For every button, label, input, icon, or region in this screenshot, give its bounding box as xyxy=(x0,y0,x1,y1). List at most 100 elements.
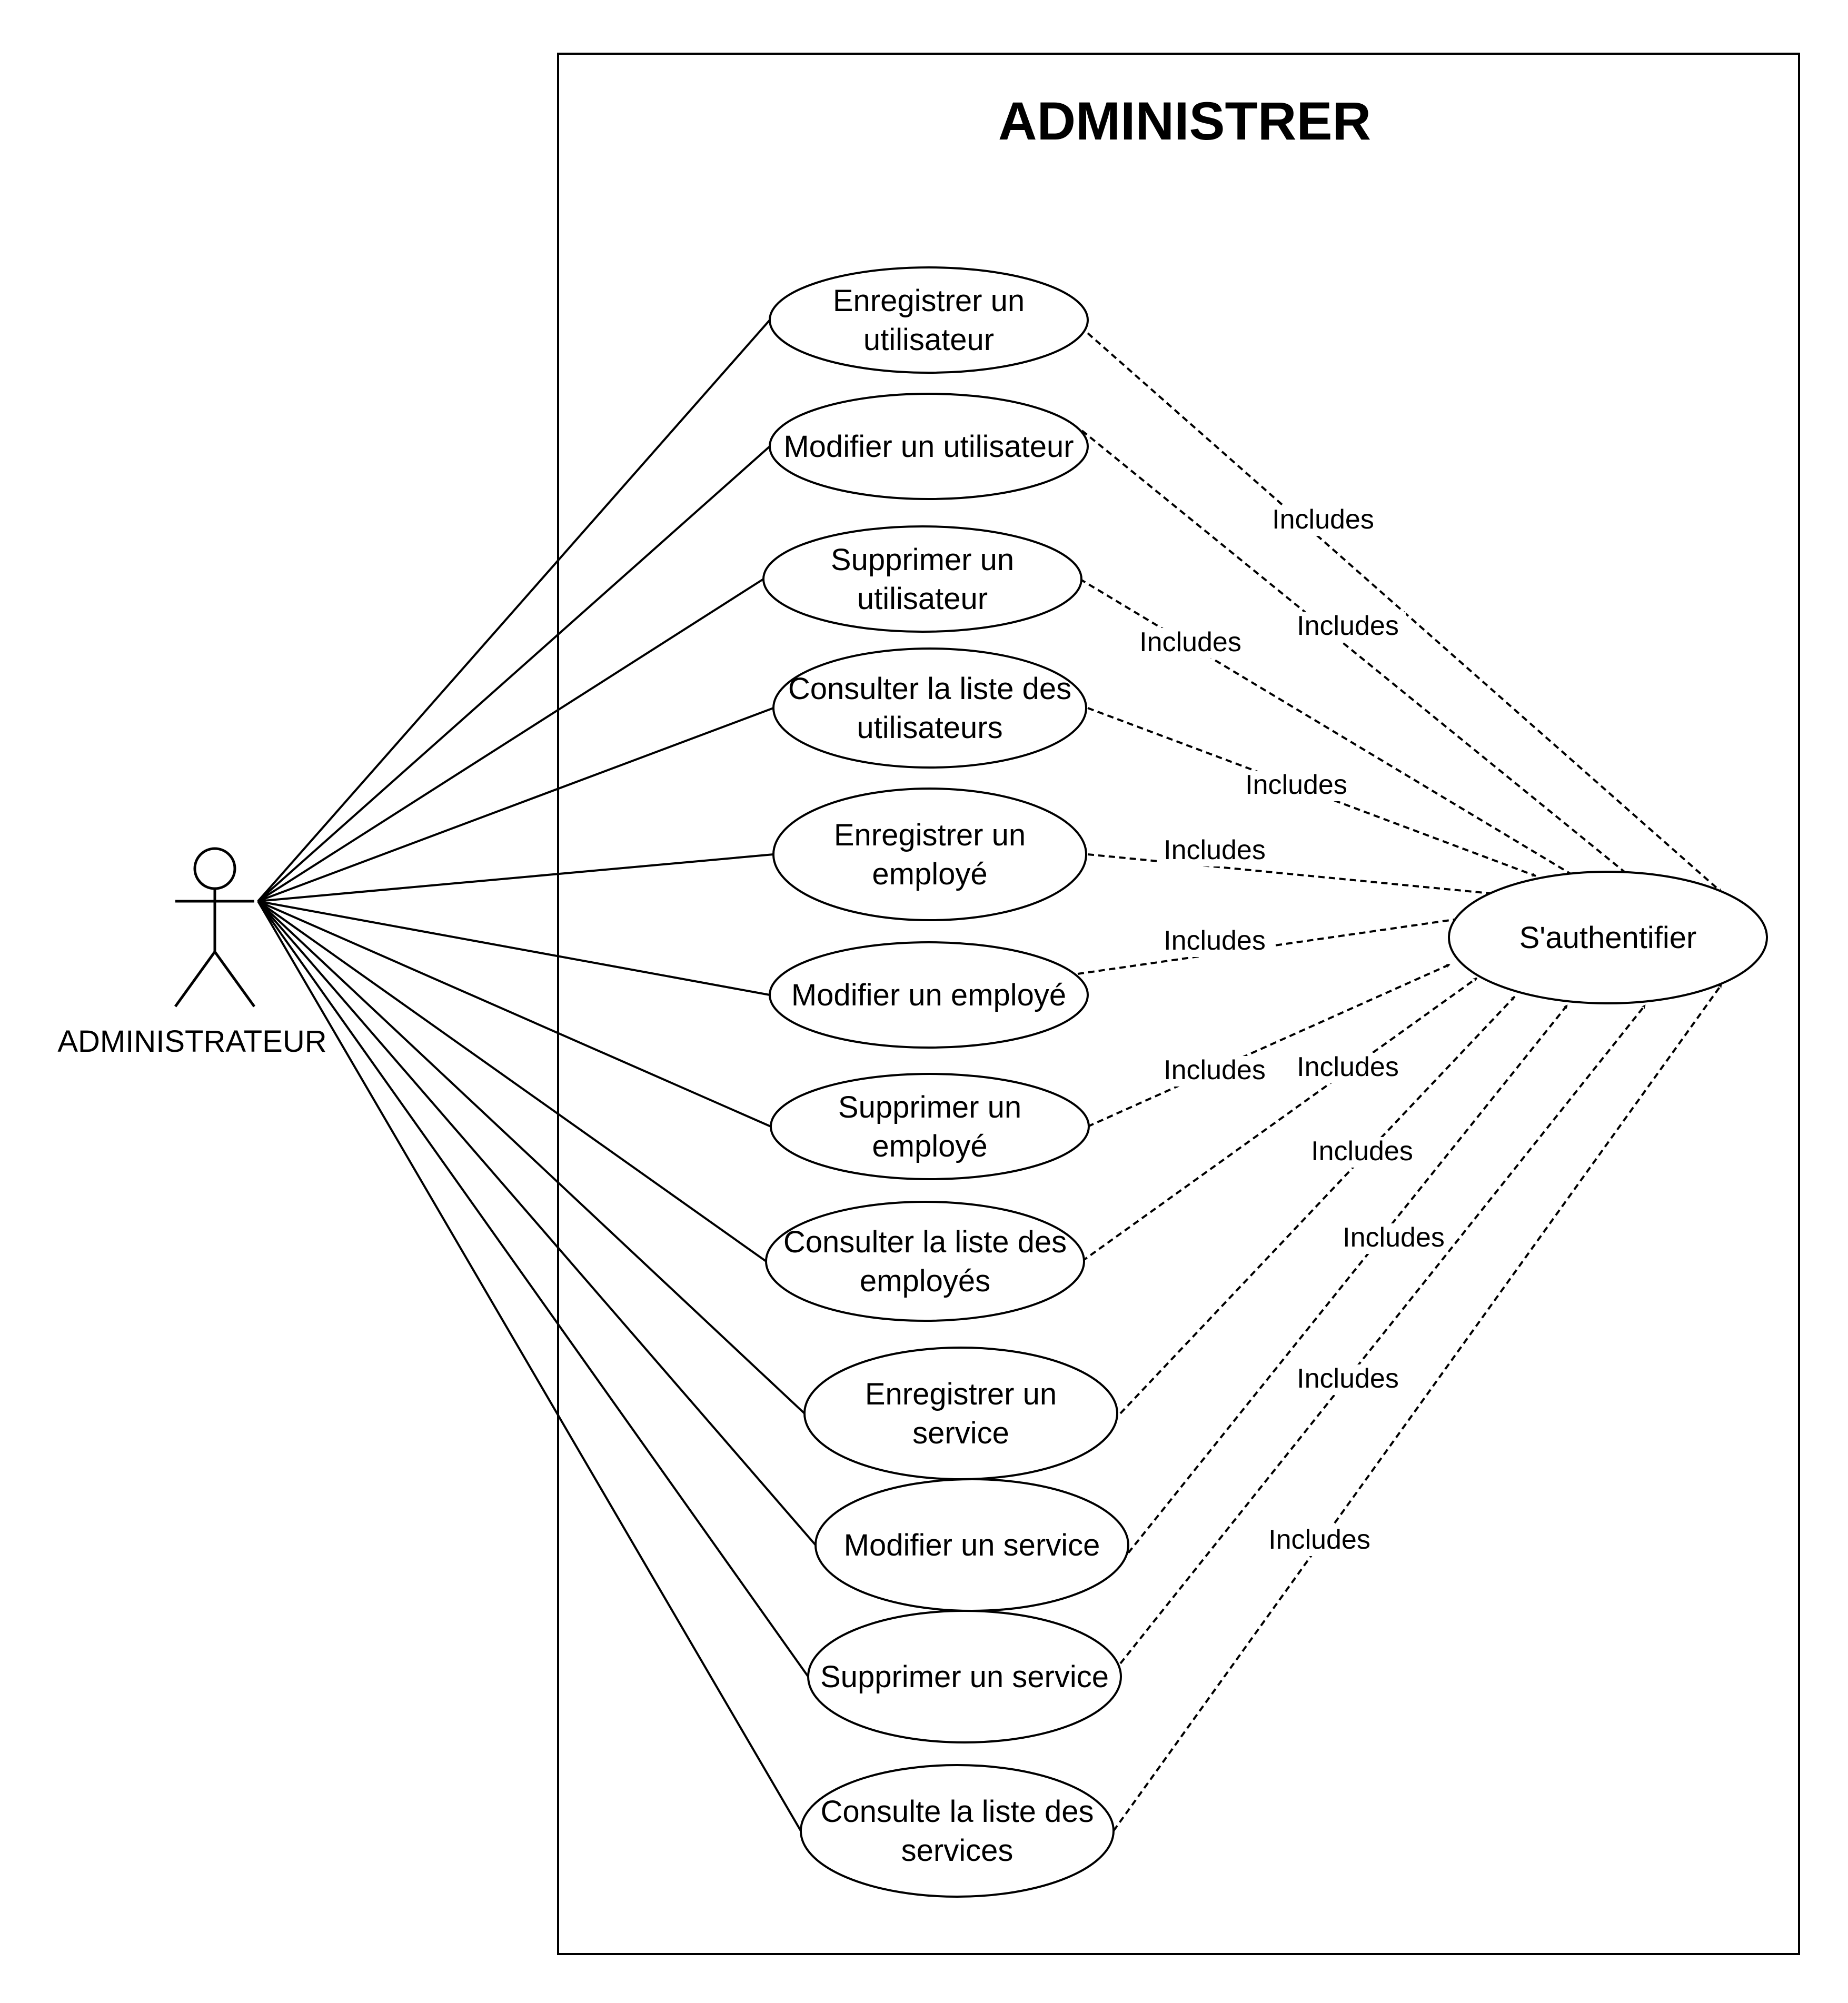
system-title: ADMINISTRER xyxy=(998,91,1371,151)
include-arrow xyxy=(1087,707,1536,877)
include-label: Includes xyxy=(1311,1136,1413,1167)
use-case-label: service xyxy=(912,1416,1009,1450)
include-label-bg xyxy=(1290,1364,1406,1395)
use-case-label: Consulter la liste des xyxy=(788,672,1071,706)
include-label: Includes xyxy=(1164,1055,1266,1085)
actor-administrateur[interactable]: ADMINISTRATEUR xyxy=(57,847,327,1059)
include-label: Includes xyxy=(1245,770,1347,800)
association-lines xyxy=(257,319,817,1832)
association-line xyxy=(257,900,802,1832)
include-arrow xyxy=(1119,995,1516,1414)
include-label-bg xyxy=(1265,505,1381,536)
include-arrow xyxy=(1119,1004,1646,1665)
use-case-ellipse xyxy=(772,788,1087,921)
use-case-label: utilisateur xyxy=(863,323,994,357)
use-case-label: employés xyxy=(860,1264,990,1298)
use-case-label: Supprimer un xyxy=(831,543,1014,577)
include-label-bg xyxy=(1157,836,1273,866)
include-label-bg xyxy=(1261,1526,1377,1556)
use-case-label: Modifier un employé xyxy=(791,978,1066,1012)
association-line xyxy=(257,900,771,1128)
use-case-label: utilisateurs xyxy=(857,711,1002,745)
actor-right-leg xyxy=(213,951,256,1008)
use-case-uc6[interactable]: Modifier un employé xyxy=(769,941,1089,1049)
use-case-uc12[interactable]: Consulte la liste des services xyxy=(800,1764,1115,1898)
system-boundary xyxy=(557,53,1800,1955)
include-arrow xyxy=(1087,963,1450,1128)
use-case-ellipse xyxy=(765,1201,1085,1322)
include-label-bg xyxy=(1157,1056,1273,1087)
include-label: Includes xyxy=(1297,611,1399,641)
use-case-label: Supprimer un service xyxy=(820,1660,1109,1694)
use-case-uc9[interactable]: Enregistrer un service xyxy=(803,1347,1118,1480)
actor-label: ADMINISTRATEUR xyxy=(57,1024,326,1059)
include-arrow xyxy=(1081,430,1631,877)
association-line xyxy=(257,900,770,996)
actor-head xyxy=(193,847,236,890)
use-case-ellipse xyxy=(762,525,1082,633)
actor-left-leg xyxy=(174,951,216,1008)
association-line xyxy=(257,853,774,902)
use-case-label: utilisateur xyxy=(857,582,988,616)
use-case-label: services xyxy=(901,1833,1014,1868)
use-case-ellipse xyxy=(769,941,1089,1049)
association-line xyxy=(257,445,771,902)
use-case-ellipse xyxy=(770,1073,1090,1180)
association-line xyxy=(257,707,774,902)
use-case-label: employé xyxy=(872,1129,987,1163)
association-line xyxy=(257,900,809,1678)
use-case-uc4[interactable]: Consulter la liste des utilisateurs xyxy=(772,647,1087,769)
use-case-label: employé xyxy=(872,857,987,891)
include-label: Includes xyxy=(1268,1524,1370,1555)
use-case-label: Modifier un utilisateur xyxy=(783,430,1074,464)
include-label: Includes xyxy=(1164,925,1266,956)
use-case-ellipse xyxy=(769,393,1089,500)
use-case-ellipse xyxy=(807,1610,1122,1743)
use-case-uc5[interactable]: Enregistrer un employé xyxy=(772,788,1087,921)
use-case-label: Consulter la liste des xyxy=(783,1225,1067,1259)
use-case-ellipse xyxy=(803,1347,1118,1480)
use-case-uc2[interactable]: Modifier un utilisateur xyxy=(769,393,1089,500)
include-label: Includes xyxy=(1297,1363,1399,1394)
include-relations: IncludesIncludesIncludesIncludesIncludes… xyxy=(1077,332,1723,1832)
use-case-label: S'authentifier xyxy=(1519,921,1697,955)
use-case-uc8[interactable]: Consulter la liste des employés xyxy=(765,1201,1085,1322)
association-line xyxy=(257,900,767,1262)
include-label: Includes xyxy=(1343,1222,1445,1253)
include-label-bg xyxy=(1132,628,1248,659)
include-label: Includes xyxy=(1272,504,1374,535)
include-arrow xyxy=(1112,983,1723,1832)
include-label-bg xyxy=(1336,1223,1452,1254)
include-label-bg xyxy=(1238,771,1354,801)
use-case-uc1[interactable]: Enregistrer un utilisateur xyxy=(769,266,1089,374)
use-case-s-authentifier[interactable]: S'authentifier xyxy=(1448,871,1768,1004)
use-case-ellipse xyxy=(772,647,1087,769)
include-arrow xyxy=(1087,853,1496,896)
association-line xyxy=(257,900,817,1546)
association-line xyxy=(257,578,764,902)
association-line xyxy=(257,319,771,902)
use-case-label: Enregistrer un xyxy=(833,284,1025,318)
include-label: Includes xyxy=(1297,1052,1399,1082)
include-label-bg xyxy=(1290,612,1406,642)
include-label-bg xyxy=(1290,1053,1406,1083)
use-case-label: Enregistrer un xyxy=(865,1377,1057,1411)
use-case-uc7[interactable]: Supprimer un employé xyxy=(770,1073,1090,1180)
include-arrow xyxy=(1081,977,1478,1262)
include-label: Includes xyxy=(1139,627,1241,657)
use-case-ellipse xyxy=(800,1764,1115,1898)
include-label-bg xyxy=(1157,926,1273,957)
use-case-label: Consulte la liste des xyxy=(820,1795,1094,1829)
use-case-label: Enregistrer un xyxy=(834,818,1026,852)
use-case-uc11[interactable]: Supprimer un service xyxy=(807,1610,1122,1743)
use-case-uc10[interactable]: Modifier un service xyxy=(814,1478,1129,1612)
include-label-bg xyxy=(1304,1137,1420,1168)
use-case-label: Supprimer un xyxy=(838,1090,1021,1124)
use-case-label: Modifier un service xyxy=(844,1528,1100,1562)
use-case-ellipse xyxy=(1448,871,1768,1004)
include-arrow xyxy=(1127,1004,1568,1554)
use-case-ellipse xyxy=(769,266,1089,374)
use-case-uc3[interactable]: Supprimer un utilisateur xyxy=(762,525,1082,633)
